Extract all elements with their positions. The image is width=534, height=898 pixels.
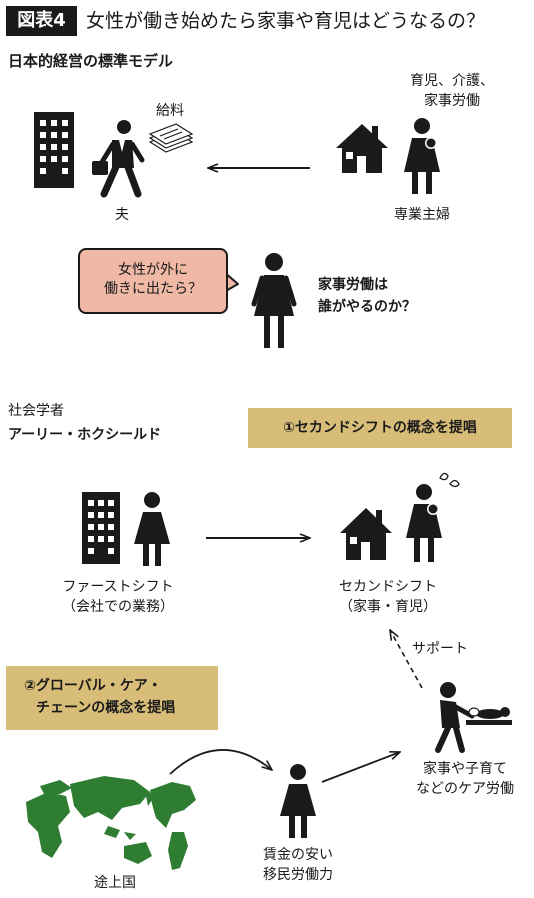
world-map-icon bbox=[26, 776, 196, 870]
concept-box-second-shift: ①セカンドシフトの概念を提唱 bbox=[248, 408, 512, 448]
care-label-line1: 育児、介護、 bbox=[410, 73, 494, 89]
money-stack-icon bbox=[148, 123, 194, 153]
bubble-line1: 女性が外に bbox=[118, 262, 188, 278]
page-title: 女性が働き始めたら家事や育児はどうなるの？ bbox=[86, 10, 486, 32]
first-shift-line1: ファーストシフト bbox=[62, 579, 174, 595]
sweat-drops-icon bbox=[439, 472, 460, 488]
office-building-icon bbox=[34, 112, 74, 188]
concept-box-care-chain: ②グローバル・ケア・ チェーンの概念を提唱 bbox=[6, 666, 218, 730]
figure-badge: 図表4 bbox=[6, 6, 77, 36]
husband-label: 夫 bbox=[115, 207, 129, 223]
working-woman-icon bbox=[134, 492, 170, 566]
question-line1: 家事労働は bbox=[318, 277, 388, 293]
housewife-label: 専業主婦 bbox=[394, 207, 450, 223]
housewife-with-baby-icon bbox=[404, 118, 440, 194]
second-shift-line1: セカンドシフト bbox=[339, 579, 437, 595]
care-label-line2: 家事労働 bbox=[424, 93, 480, 109]
mother-with-baby-icon bbox=[406, 484, 442, 562]
migrant-line1: 賃金の安い bbox=[263, 847, 333, 863]
caregiver-icon bbox=[435, 682, 512, 753]
support-arrow bbox=[390, 630, 423, 689]
migrant-to-care-arrow bbox=[321, 752, 400, 783]
second-shift-line2: （家事・育児） bbox=[339, 599, 437, 615]
care-work-line1: 家事や子育て bbox=[423, 761, 507, 777]
speech-bubble: 女性が外に 働きに出たら？ bbox=[78, 248, 228, 314]
bubble-line2: 働きに出たら？ bbox=[104, 281, 202, 297]
developing-country-label: 途上国 bbox=[94, 875, 136, 891]
section1-heading: 日本的経営の標準モデル bbox=[8, 52, 174, 70]
support-label: サポート bbox=[412, 641, 468, 657]
concept2-line2: チェーンの概念を提唱 bbox=[36, 700, 176, 716]
house-icon-2 bbox=[340, 508, 392, 560]
care-work-line2: などのケア労働 bbox=[416, 781, 514, 797]
salary-label: 給料 bbox=[156, 103, 184, 119]
businessman-icon bbox=[92, 120, 145, 198]
house-icon bbox=[336, 124, 388, 173]
question-line2: 誰がやるのか？ bbox=[318, 299, 416, 315]
first-shift-line2: （会社での業務） bbox=[62, 599, 174, 615]
concept1-label: ①セカンドシフトの概念を提唱 bbox=[283, 420, 477, 436]
office-building-icon-2 bbox=[82, 492, 120, 564]
migration-arrow bbox=[169, 749, 272, 775]
migrant-line2: 移民労働力 bbox=[263, 867, 333, 883]
sociologist-name: アーリー・ホクシールド bbox=[8, 427, 162, 443]
concept2-line1: ②グローバル・ケア・ bbox=[24, 678, 162, 694]
sociologist-role: 社会学者 bbox=[8, 403, 64, 419]
migrant-worker-icon bbox=[280, 764, 316, 838]
woman-icon bbox=[251, 253, 297, 348]
